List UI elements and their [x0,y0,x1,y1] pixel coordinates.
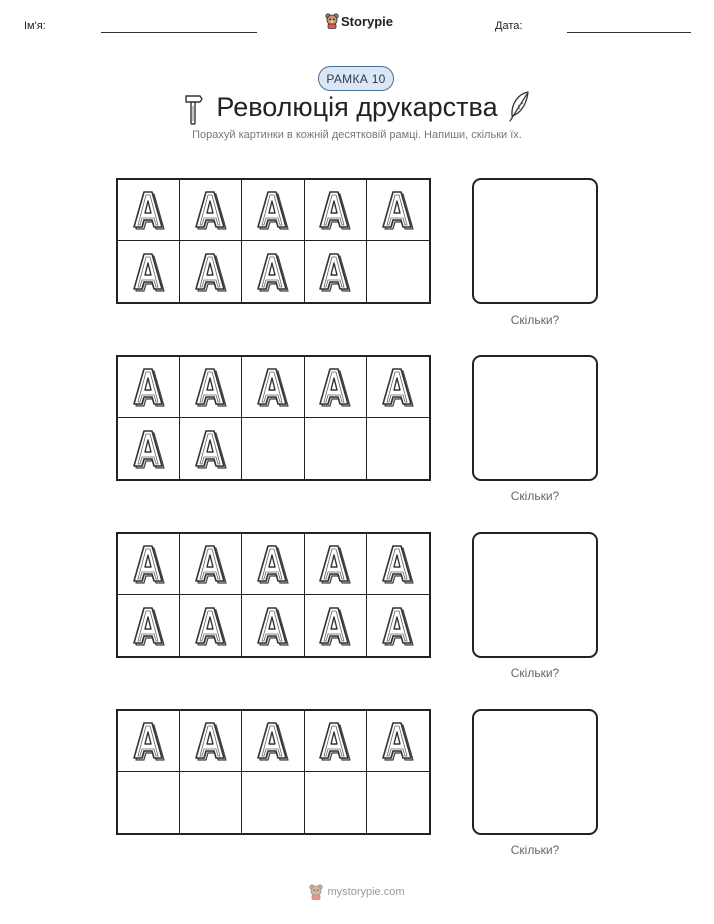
ten-frame-cell [118,711,181,772]
letter-block-icon [319,368,351,407]
letter-block-icon [319,252,351,292]
ten-frame-1 [116,178,431,304]
answer-box-1[interactable] [472,178,598,304]
ten-frame-cell [304,711,367,772]
ten-frame-cell [242,418,305,479]
ten-frame-cell [305,418,367,479]
letter-block-icon [132,191,165,230]
letter-block-icon [382,606,414,646]
letter-block-icon [319,545,351,584]
hammer-icon [185,95,203,125]
ten-frame-cell [366,357,429,418]
letter-block-icon [194,429,227,469]
page-title: Революція друкарства [216,92,498,122]
ten-frame-cell [180,180,243,241]
footer: mystorypie.com [0,884,714,900]
letter-block-icon [319,722,351,761]
ten-frame-cell [180,772,243,833]
ten-frame-2 [116,355,431,481]
date-label: Дата: [495,20,523,32]
footer-url: mystorypie.com [327,886,405,898]
logo-text: Storypie [341,13,394,29]
letter-block-icon [132,722,165,761]
letter-block-icon [257,191,289,230]
ten-frame-cell [118,357,181,418]
ten-frame-cell [305,595,367,656]
ten-frame-cell [180,595,243,656]
letter-block-icon [132,252,165,292]
ten-frame-cell [242,180,305,241]
ten-frame-cell [242,241,305,302]
ten-frame-cell [366,711,429,772]
ten-frame-cell [242,711,305,772]
instructions: Порахуй картинки в кожній десятковій рам… [192,129,522,141]
letter-block-icon [257,368,289,407]
ten-frame-cell [242,357,305,418]
letter-block-icon [257,545,289,584]
how-many-label-1: Скільки? [510,313,560,327]
letter-block-icon [194,191,227,230]
ten-frame-cell [180,241,243,302]
letter-block-icon [319,606,351,646]
bear-mascot-icon [309,884,324,900]
ten-frame-cell [367,418,429,479]
letter-block-icon [382,368,414,407]
letter-block-icon [194,606,227,646]
letter-block-icon [257,722,289,761]
ten-frame-cell [242,772,305,833]
quill-feather-icon [509,91,529,122]
ten-frame-cell [305,241,367,302]
ten-frame-cell [242,595,305,656]
letter-block-icon [132,545,165,584]
ten-frame-cell [118,418,181,479]
ten-frame-cell [180,711,243,772]
name-line[interactable] [101,32,257,33]
ten-frame-cell [180,357,243,418]
ten-frame-cell [304,180,367,241]
ten-frame-cell [118,180,181,241]
letter-block-icon [382,545,414,584]
ten-frame-cell [304,357,367,418]
ten-frame-cell [366,534,429,595]
ten-frame-3 [116,532,431,658]
date-line[interactable] [567,32,691,33]
how-many-label-4: Скільки? [510,843,560,857]
how-many-label-2: Скільки? [510,489,560,503]
ten-frame-cell [304,534,367,595]
bear-mascot-icon [325,13,339,29]
frame-badge: РАМКА 10 [318,66,394,91]
answer-box-2[interactable] [472,355,598,481]
ten-frame-4 [116,709,431,835]
ten-frame-cell [366,180,429,241]
letter-block-icon [132,606,165,646]
name-label: Ім'я: [24,20,46,32]
answer-box-4[interactable] [472,709,598,835]
ten-frame-cell [367,241,429,302]
letter-block-icon [194,252,227,292]
ten-frame-cell [118,595,181,656]
letter-block-icon [194,545,227,584]
ten-frame-cell [118,772,181,833]
letter-block-icon [257,252,289,292]
ten-frame-cell [118,241,181,302]
letter-block-icon [132,429,165,469]
ten-frame-cell [305,772,367,833]
letter-block-icon [319,191,351,230]
answer-box-3[interactable] [472,532,598,658]
ten-frame-cell [118,534,181,595]
letter-block-icon [382,191,414,230]
ten-frame-cell [242,534,305,595]
how-many-label-3: Скільки? [510,666,560,680]
ten-frame-cell [180,418,243,479]
ten-frame-cell [367,595,429,656]
letter-block-icon [132,368,165,407]
ten-frame-cell [367,772,429,833]
letter-block-icon [382,722,414,761]
letter-block-icon [257,606,289,646]
ten-frame-cell [180,534,243,595]
letter-block-icon [194,722,227,761]
letter-block-icon [194,368,227,407]
storypie-logo: Storypie [325,13,393,29]
